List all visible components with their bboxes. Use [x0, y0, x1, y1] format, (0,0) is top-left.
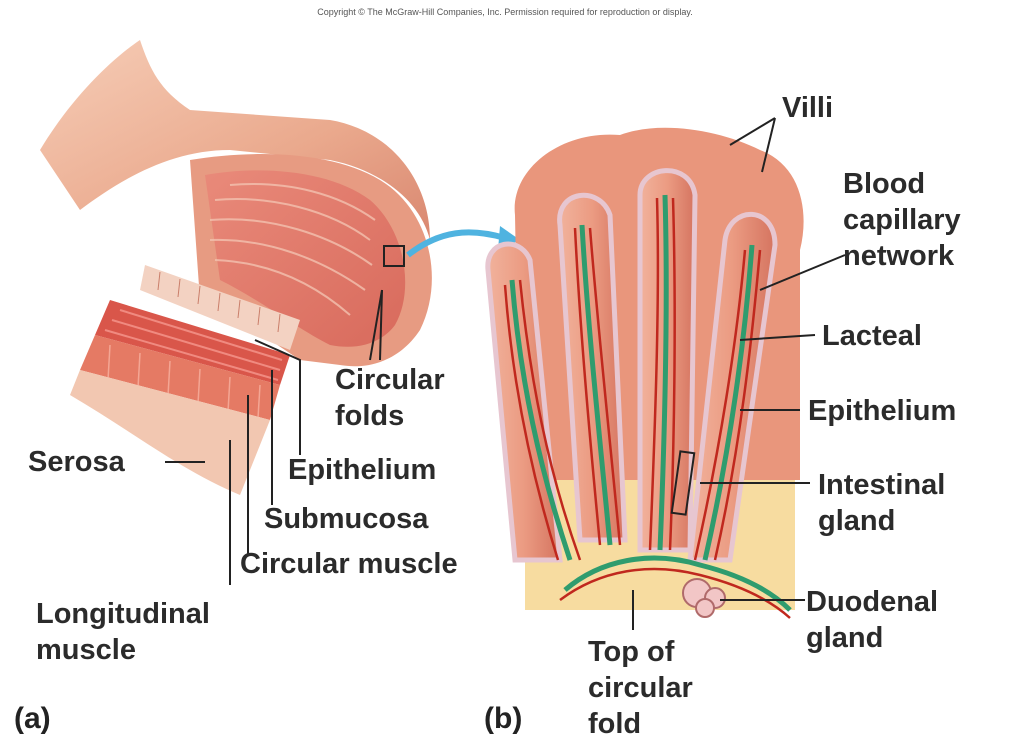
- label-duodenal-gland: Duodenal gland: [806, 584, 938, 656]
- label-blood-capillary-network: Blood capillary network: [843, 166, 961, 274]
- label-intestinal-gland: Intestinal gland: [818, 467, 945, 539]
- label-epithelium-a: Epithelium: [288, 452, 436, 488]
- label-top-of-circular-fold: Top of circular fold: [588, 634, 693, 742]
- villi-section: [488, 128, 804, 618]
- label-longitudinal-muscle: Longitudinal muscle: [36, 596, 210, 668]
- label-submucosa: Submucosa: [264, 501, 428, 537]
- label-circular-folds: Circular folds: [335, 362, 445, 434]
- label-circular-muscle: Circular muscle: [240, 546, 458, 582]
- label-villi: Villi: [782, 90, 833, 126]
- label-serosa: Serosa: [28, 444, 125, 480]
- label-epithelium-b: Epithelium: [808, 393, 956, 429]
- label-lacteal: Lacteal: [822, 318, 922, 354]
- panel-label-b: (b): [484, 702, 522, 736]
- panel-label-a: (a): [14, 702, 51, 736]
